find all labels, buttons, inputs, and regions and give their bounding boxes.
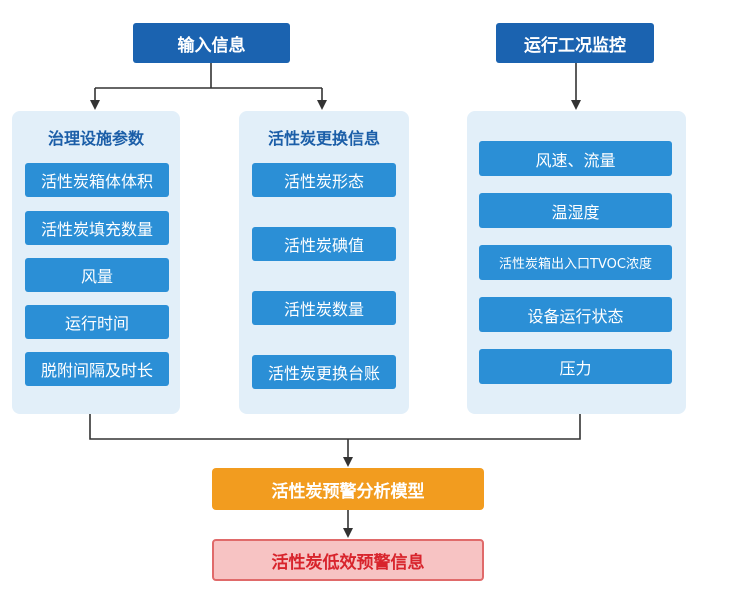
input-info-box: 输入信息 bbox=[133, 23, 290, 63]
connector-merge bbox=[89, 414, 581, 440]
item-fill-quantity: 活性炭填充数量 bbox=[25, 211, 169, 245]
monitoring-box: 运行工况监控 bbox=[496, 23, 654, 63]
item-label: 活性炭更换台账 bbox=[267, 364, 380, 383]
warning-model-box: 活性炭预警分析模型 bbox=[212, 468, 484, 510]
panel-replacement-info: 活性炭更换信息 活性炭形态 活性炭碘值 活性炭数量 活性炭更换台账 bbox=[239, 111, 409, 414]
low-efficiency-warning-box: 活性炭低效预警信息 bbox=[212, 539, 484, 581]
item-label: 风量 bbox=[80, 267, 113, 286]
item-air-volume: 风量 bbox=[25, 258, 169, 292]
item-label: 活性炭箱体体积 bbox=[40, 172, 153, 191]
panel-replacement-title: 活性炭更换信息 bbox=[267, 129, 380, 148]
item-label: 活性炭数量 bbox=[283, 300, 364, 319]
item-box-volume: 活性炭箱体体积 bbox=[25, 163, 169, 197]
item-label: 运行时间 bbox=[64, 314, 129, 333]
item-desorption-interval: 脱附间隔及时长 bbox=[25, 352, 169, 386]
item-label: 活性炭箱出入口TVOC浓度 bbox=[499, 257, 652, 272]
model-label: 活性炭预警分析模型 bbox=[271, 481, 425, 502]
item-iodine-value: 活性炭碘值 bbox=[252, 227, 396, 261]
item-label: 温湿度 bbox=[551, 202, 600, 222]
item-label: 活性炭填充数量 bbox=[40, 220, 153, 239]
item-equipment-status: 设备运行状态 bbox=[479, 297, 672, 332]
item-tvoc-concentration: 活性炭箱出入口TVOC浓度 bbox=[479, 245, 672, 280]
panel-governance-params: 治理设施参数 活性炭箱体体积 活性炭填充数量 风量 运行时间 脱附间隔及时长 bbox=[12, 111, 180, 414]
item-temp-humidity: 温湿度 bbox=[479, 193, 672, 228]
item-run-time: 运行时间 bbox=[25, 305, 169, 339]
item-label: 压力 bbox=[559, 358, 592, 378]
panel-operation-monitoring: 风速、流量 温湿度 活性炭箱出入口TVOC浓度 设备运行状态 压力 bbox=[467, 111, 686, 414]
item-label: 脱附间隔及时长 bbox=[40, 361, 153, 380]
item-label: 活性炭碘值 bbox=[283, 236, 364, 255]
monitoring-label: 运行工况监控 bbox=[524, 35, 626, 56]
item-replacement-ledger: 活性炭更换台账 bbox=[252, 355, 396, 389]
item-label: 风速、流量 bbox=[535, 150, 616, 170]
item-carbon-form: 活性炭形态 bbox=[252, 163, 396, 197]
item-pressure: 压力 bbox=[479, 349, 672, 384]
input-info-label: 输入信息 bbox=[177, 35, 246, 56]
warning-label: 活性炭低效预警信息 bbox=[271, 552, 425, 573]
item-label: 设备运行状态 bbox=[527, 306, 624, 326]
connector-input-split bbox=[95, 63, 322, 89]
panel-governance-title: 治理设施参数 bbox=[47, 129, 144, 148]
item-label: 活性炭形态 bbox=[283, 172, 364, 191]
item-carbon-quantity: 活性炭数量 bbox=[252, 291, 396, 325]
item-wind-speed-flow: 风速、流量 bbox=[479, 141, 672, 176]
